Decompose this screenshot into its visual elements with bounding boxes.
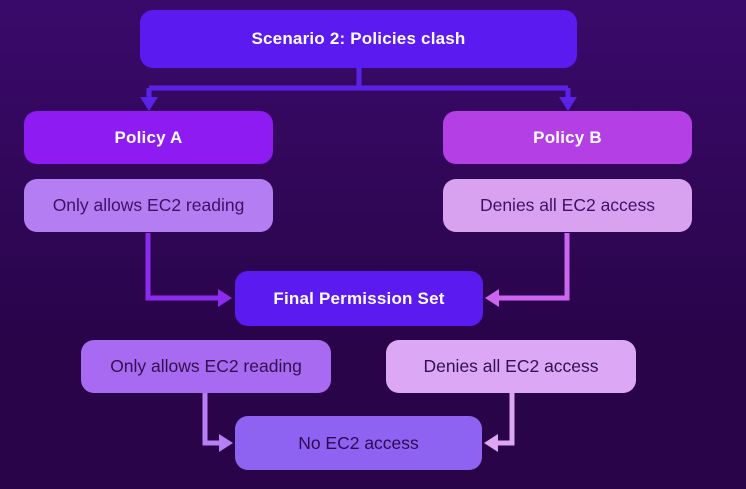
- policy-a-effect-box: Only allows EC2 reading: [24, 179, 273, 232]
- policy-a-to-final-arrowhead-icon: [218, 289, 232, 307]
- final-a-box: Only allows EC2 reading: [81, 340, 331, 393]
- policy-a-box: Policy A: [24, 111, 273, 164]
- result-box: No EC2 access: [235, 416, 482, 470]
- result-label: No EC2 access: [298, 432, 419, 453]
- final-permission-set-label: Final Permission Set: [273, 288, 445, 308]
- policy-b-box: Policy B: [443, 111, 692, 164]
- final-b-box: Denies all EC2 access: [386, 340, 636, 393]
- policy-b-to-final-arrowhead-icon: [485, 289, 499, 307]
- final-a-label: Only allows EC2 reading: [110, 356, 302, 376]
- policy-b-label: Policy B: [533, 127, 602, 147]
- policy-a-effect-label: Only allows EC2 reading: [52, 195, 245, 215]
- policy-a-to-final-arrow: [145, 233, 219, 301]
- final-b-to-result-arrow: [496, 393, 515, 446]
- final-a-to-result-arrow: [202, 393, 220, 446]
- scenario-title-label: Scenario 2: Policies clash: [251, 29, 466, 48]
- policy-a-label: Policy A: [114, 127, 183, 147]
- policy-b-to-final-arrow: [497, 233, 570, 301]
- final-a-to-result-arrowhead-icon: [219, 434, 233, 452]
- policy-b-effect-label: Denies all EC2 access: [479, 195, 656, 215]
- policy-b-effect-box: Denies all EC2 access: [443, 179, 692, 232]
- final-b-to-result-arrowhead-icon: [484, 434, 498, 452]
- split-arrow: [146, 68, 571, 99]
- split-arrowhead-right-icon: [559, 97, 577, 111]
- final-permission-set-box: Final Permission Set: [235, 271, 483, 326]
- scenario-title-box: Scenario 2: Policies clash: [140, 10, 577, 68]
- split-arrowhead-left-icon: [140, 97, 158, 111]
- final-b-label: Denies all EC2 access: [423, 356, 599, 376]
